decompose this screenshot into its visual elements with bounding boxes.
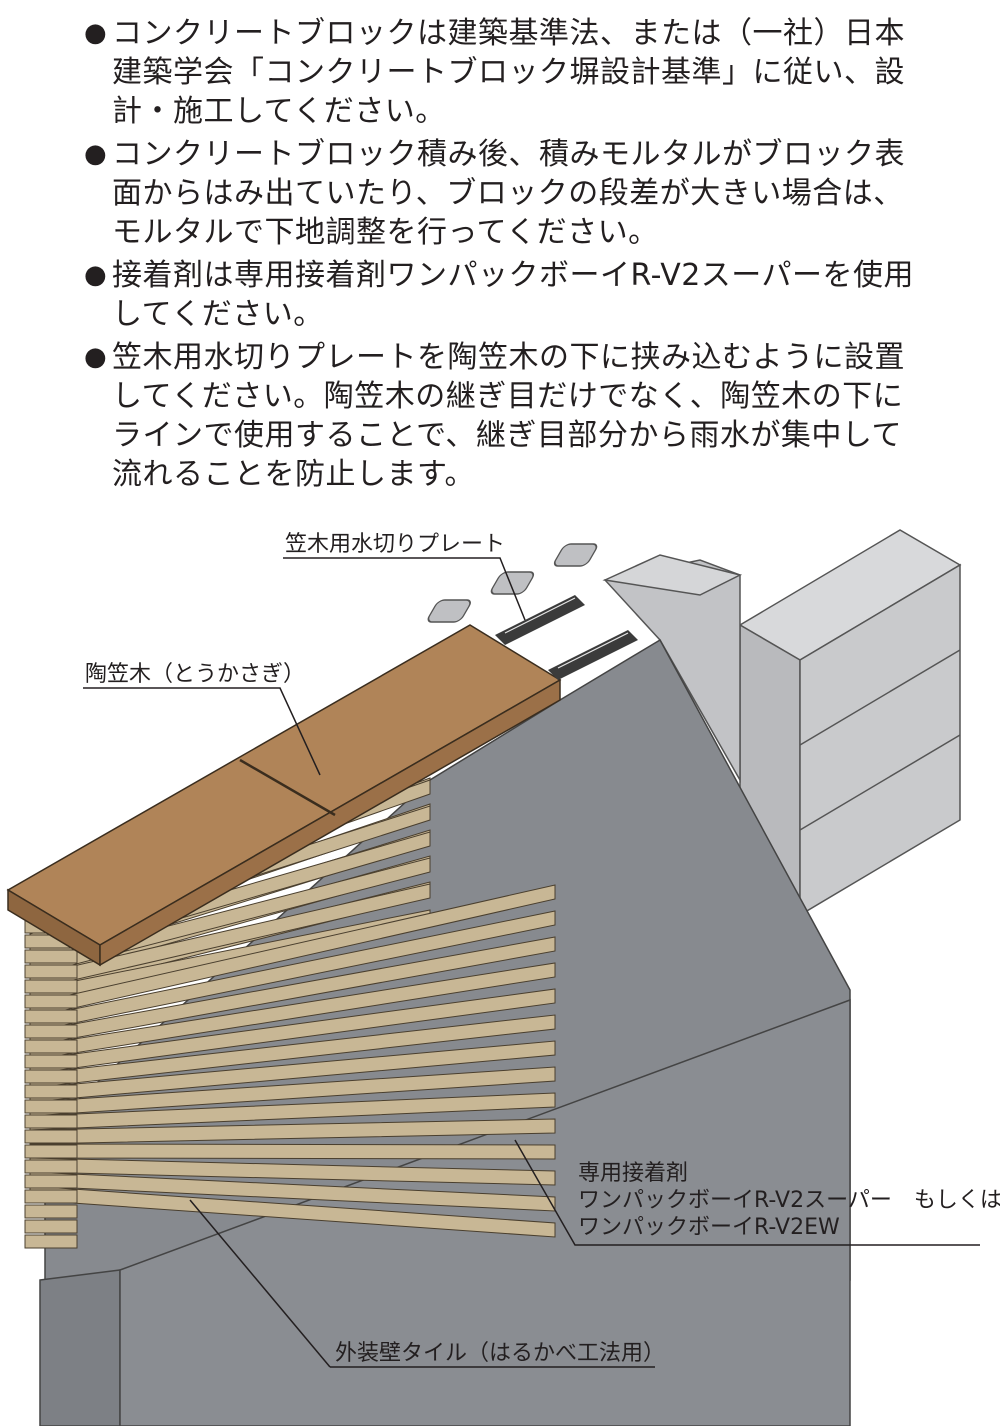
- bullet-icon: ●: [84, 342, 108, 372]
- tile-edge: [24, 1024, 78, 1039]
- label-water-plate: 笠木用水切りプレート: [285, 532, 505, 557]
- bullet-icon: ●: [84, 260, 108, 290]
- label-adhesive-line1: 専用接着剤: [578, 1161, 688, 1186]
- leader-lines: [83, 557, 980, 1368]
- tile-edge: [24, 1009, 78, 1024]
- note-item: ●接着剤は専用接着剤ワンパックボーイR-V2スーパーを使用してください。: [82, 256, 932, 334]
- tile-edge: [24, 994, 78, 1009]
- tile-edge: [24, 949, 78, 964]
- label-coping: 陶笠木（とうかさぎ）: [85, 662, 305, 687]
- tile-course: [29, 988, 556, 1075]
- note-text: コンクリートブロック積み後、積みモルタルがブロック表面からはみ出ていたり、ブロッ…: [112, 137, 905, 250]
- tile-edge: [24, 1204, 78, 1219]
- tile-edge: [24, 1069, 78, 1084]
- water-cutoff-plates: [495, 595, 638, 680]
- wall-construction-diagram: 笠木用水切りプレート 陶笠木（とうかさぎ） 専用接着剤 ワンパックボーイR-V2…: [6, 529, 1000, 1426]
- label-adhesive-line2: ワンパックボーイR-V2スーパー もしくは: [578, 1188, 1000, 1213]
- tile-edge: [24, 1054, 78, 1069]
- tile-edge: [24, 1219, 78, 1234]
- tile-edge: [24, 1039, 78, 1054]
- bullet-icon: ●: [84, 18, 108, 48]
- tile-edge: [24, 1144, 78, 1159]
- note-item: ●笠木用水切りプレートを陶笠木の下に挟み込むように設置してください。陶笠木の継ぎ…: [82, 338, 932, 494]
- note-text: 接着剤は専用接着剤ワンパックボーイR-V2スーパーを使用してください。: [112, 258, 915, 332]
- note-item: ●コンクリートブロックは建築基準法、または（一社）日本建築学会「コンクリートブロ…: [82, 14, 932, 131]
- tile-edge: [24, 1114, 78, 1129]
- notes-list: ●コンクリートブロックは建築基準法、または（一社）日本建築学会「コンクリートブロ…: [82, 14, 932, 498]
- label-adhesive-line3: ワンパックボーイR-V2EW: [578, 1215, 840, 1240]
- tile-edge: [24, 964, 78, 979]
- label-tile: 外装壁タイル（はるかべ工法用）: [335, 1341, 665, 1366]
- note-text: コンクリートブロックは建築基準法、または（一社）日本建築学会「コンクリートブロッ…: [112, 16, 905, 129]
- bullet-icon: ●: [84, 139, 108, 169]
- tile-edge: [24, 1189, 78, 1204]
- tile-edge: [24, 1129, 78, 1144]
- tile-edge: [24, 1174, 78, 1189]
- coping-joint: [239, 758, 336, 817]
- note-item: ●コンクリートブロック積み後、積みモルタルがブロック表面からはみ出ていたり、ブロ…: [82, 135, 932, 252]
- ceramic-coping: [6, 624, 562, 967]
- tile-edge: [24, 1084, 78, 1099]
- tile-edge: [24, 979, 78, 994]
- tile-edge: [24, 1234, 78, 1249]
- tile-course: [29, 1143, 556, 1160]
- note-text: 笠木用水切りプレートを陶笠木の下に挟み込むように設置してください。陶笠木の継ぎ目…: [112, 340, 905, 492]
- tile-edge: [24, 1159, 78, 1174]
- block-column-top: [602, 554, 743, 596]
- coping-side: [99, 678, 561, 967]
- tile-edge: [24, 1099, 78, 1114]
